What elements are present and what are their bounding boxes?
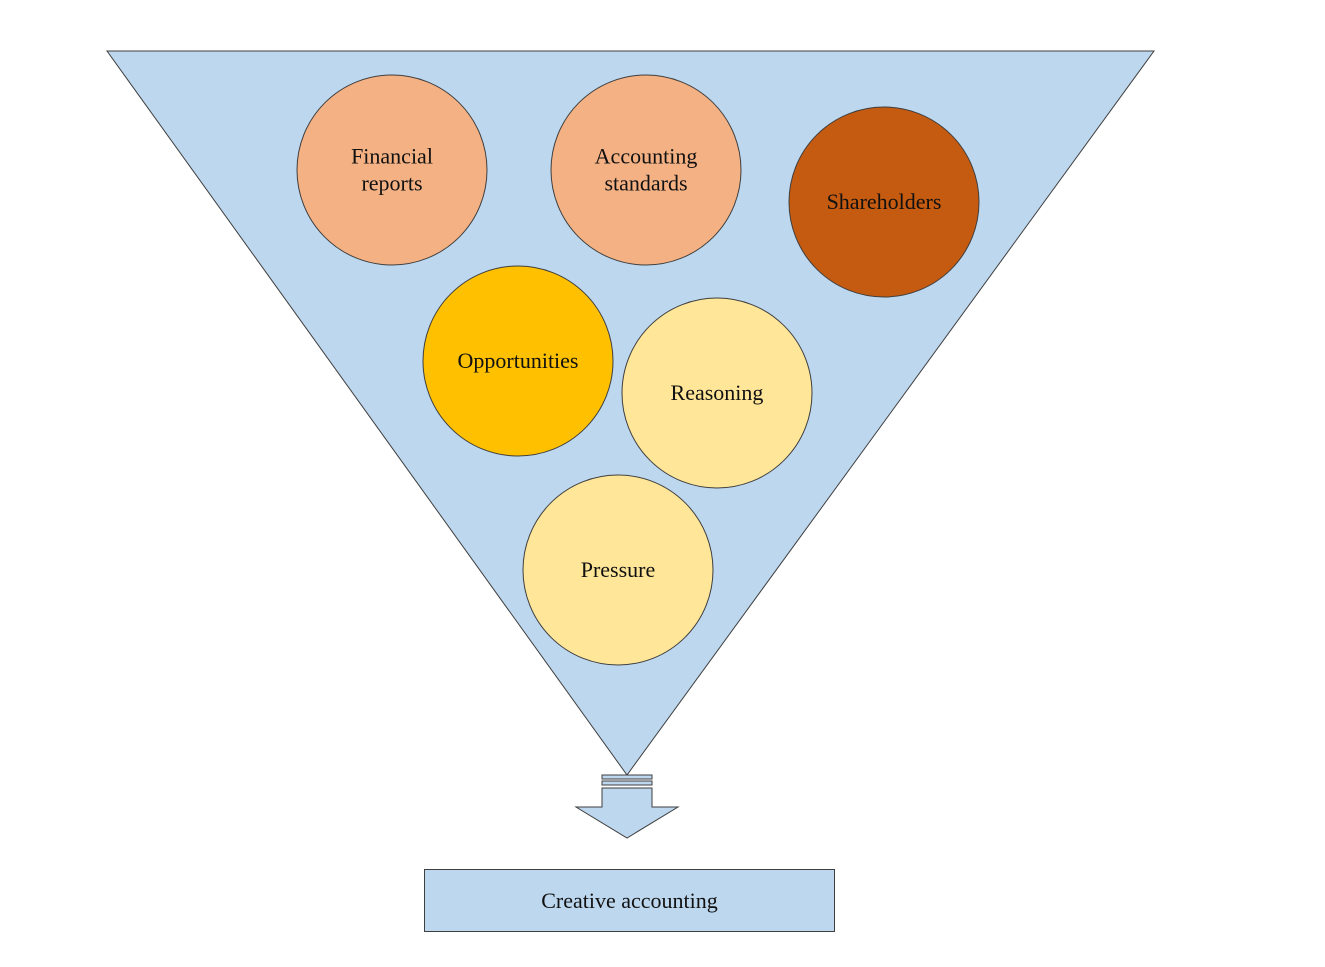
factor-shareholders: Shareholders [788,106,980,298]
factor-circle [522,474,714,666]
down-arrow-icon [574,774,680,839]
factor-label: reports [361,171,422,196]
factor-opportunities: Opportunities [422,265,614,457]
arrow-band [601,780,653,786]
arrow-body [574,787,680,839]
arrow-band [601,774,653,780]
factor-label: Pressure [581,557,656,582]
creative-accounting-label: Creative accounting [541,887,718,913]
factor-circle [422,265,614,457]
factor-label: Opportunities [458,348,579,373]
factor-reasoning: Reasoning [621,297,813,489]
factor-label: Accounting [595,144,698,169]
factor-pressure: Pressure [522,474,714,666]
factor-label: Reasoning [671,380,764,405]
factor-circle [296,74,488,266]
creative-accounting-box: Creative accounting [424,869,835,932]
factor-circle [621,297,813,489]
factor-label: standards [604,171,687,196]
factor-label: Financial [351,144,433,169]
factor-circle [550,74,742,266]
factor-label: Shareholders [827,189,942,214]
factor-circle [788,106,980,298]
